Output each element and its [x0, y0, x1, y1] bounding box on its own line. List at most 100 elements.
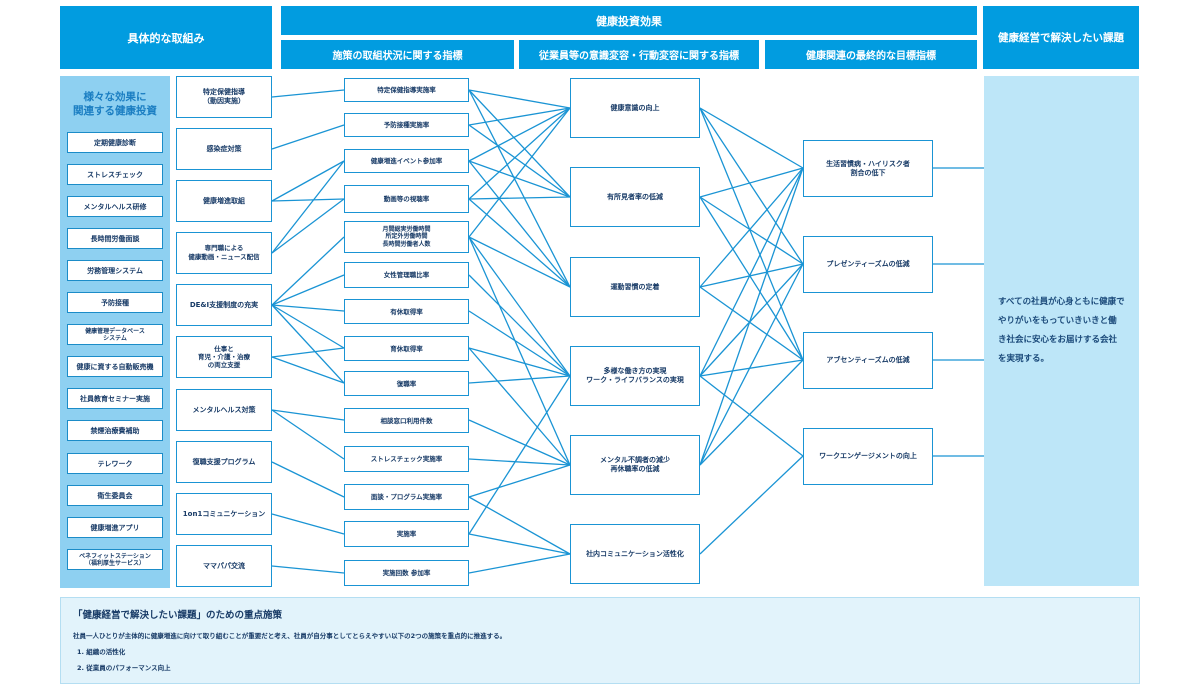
activity-metric-box: ストレスチェック実施率 — [344, 446, 469, 472]
investment-item: 労務管理システム — [67, 260, 163, 281]
activity-metric-box: 実施率 — [344, 521, 469, 547]
connection-line — [271, 409, 345, 421]
connection-line — [271, 198, 345, 202]
left-panel-investments: 様々な効果に 関連する健康投資 定期健康診断 ストレスチェック メンタルヘルス研… — [60, 76, 170, 588]
goal-metric-box: アブセンティーズムの低減 — [803, 332, 933, 389]
header-concrete: 具体的な取組み — [60, 6, 272, 69]
connection-line — [699, 375, 804, 457]
priority-measure-item: 1. 組織の活性化 — [77, 648, 126, 656]
behavior-metric-box: 社内コミュニケーション活性化 — [570, 524, 700, 584]
connection-line — [699, 196, 804, 361]
connection-line — [468, 464, 571, 498]
activity-metric-box: 健康増進イベント参加率 — [344, 149, 469, 173]
connection-line — [468, 310, 571, 377]
connection-line — [468, 553, 571, 574]
connection-line — [468, 160, 571, 288]
activity-metric-box: 月間総実労働時間 所定外労働時間 長時間労働者人数 — [344, 221, 469, 253]
priority-measure-item: 2. 従業員のパフォーマンス向上 — [77, 664, 171, 672]
activity-metric-box: 実施回数 参加率 — [344, 560, 469, 586]
connection-line — [468, 533, 571, 555]
investment-item: テレワーク — [67, 453, 163, 474]
connection-line — [468, 196, 571, 200]
connection-line — [271, 513, 345, 535]
connection-line — [699, 359, 804, 466]
connection-line — [468, 107, 571, 126]
connection-line — [271, 356, 345, 384]
connection-line — [468, 236, 571, 377]
connection-line — [468, 236, 571, 288]
connection-line — [699, 196, 804, 265]
connection-line — [468, 160, 571, 198]
connection-line — [271, 89, 345, 98]
behavior-metric-box: メンタル不調者の減少 再休職率の低減 — [570, 435, 700, 495]
connection-line — [699, 263, 804, 377]
connection-line — [699, 107, 804, 265]
header-metrics-3: 健康関連の最終的な目標指標 — [765, 40, 977, 69]
investment-item: 禁煙治療費補助 — [67, 420, 163, 441]
investment-item: ベネフィットステーション （福利厚生サービス） — [67, 549, 163, 570]
connection-line — [271, 198, 345, 254]
initiative-box: 専門職による 健康動画・ニュース配信 — [176, 232, 272, 274]
connection-line — [271, 347, 345, 358]
connection-line — [699, 263, 804, 466]
connection-line — [699, 167, 804, 198]
behavior-metric-box: 運動習慣の定着 — [570, 257, 700, 317]
investment-item: 健康増進アプリ — [67, 517, 163, 538]
connection-line — [699, 359, 804, 377]
connection-line — [468, 375, 571, 535]
connection-line — [271, 160, 345, 254]
behavior-metric-box: 有所見者率の低減 — [570, 167, 700, 227]
connection-line — [271, 236, 345, 306]
connection-line — [271, 409, 345, 460]
connection-line — [468, 107, 571, 238]
connection-line — [468, 124, 571, 198]
initiative-box: メンタルヘルス対策 — [176, 389, 272, 431]
connection-line — [468, 198, 571, 288]
activity-metric-box: 復職率 — [344, 371, 469, 396]
connection-line — [271, 461, 345, 498]
connection-line — [271, 304, 345, 349]
connection-line — [468, 89, 571, 198]
investment-item: ストレスチェック — [67, 164, 163, 185]
investment-item: 長時間労働面談 — [67, 228, 163, 249]
connection-line — [468, 496, 571, 555]
priority-measures-description: 社員一人ひとりが主体的に健康増進に向けて取り組むことが重要だと考え、社員が自分事… — [73, 632, 507, 640]
investment-item: 健康に資する自動販売機 — [67, 356, 163, 377]
activity-metric-box: 育休取得率 — [344, 336, 469, 361]
connection-line — [468, 107, 571, 200]
connection-line — [468, 107, 571, 162]
initiative-box: DE&I支援制度の充実 — [176, 284, 272, 326]
connection-line — [699, 167, 804, 288]
initiative-box: 健康増進取組 — [176, 180, 272, 222]
connection-line — [468, 375, 571, 384]
connection-line — [699, 167, 804, 466]
connection-line — [699, 107, 804, 169]
connection-line — [699, 263, 804, 288]
header-metrics-1: 施策の取組状況に関する指標 — [281, 40, 514, 69]
connection-line — [699, 286, 804, 361]
connection-line — [271, 124, 345, 150]
connection-line — [699, 455, 804, 555]
connection-line — [468, 458, 571, 466]
initiative-box: ママパパ交流 — [176, 545, 272, 587]
activity-metric-box: 相談窓口利用件数 — [344, 408, 469, 433]
activity-metric-box: 予防接種実施率 — [344, 113, 469, 137]
investment-item: 定期健康診断 — [67, 132, 163, 153]
investment-item: メンタルヘルス研修 — [67, 196, 163, 217]
header-effects: 健康投資効果 — [281, 6, 977, 35]
header-issue: 健康経営で解決したい課題 — [983, 6, 1139, 69]
initiative-box: 特定保健指導 （動因実施） — [176, 76, 272, 118]
connection-line — [468, 274, 571, 377]
issue-panel: すべての社員が心身ともに健康でやりがいをもっていきいきと働き社会に安心をお届けす… — [984, 76, 1139, 586]
investment-item: 衛生委員会 — [67, 485, 163, 506]
activity-metric-box: 特定保健指導実施率 — [344, 78, 469, 102]
issue-text: すべての社員が心身ともに健康でやりがいをもっていきいきと働き社会に安心をお届けす… — [998, 297, 1125, 364]
goal-metric-box: ワークエンゲージメントの向上 — [803, 428, 933, 485]
connection-line — [699, 107, 804, 361]
priority-measures-title: 「健康経営で解決したい課題」のための重点施策 — [73, 610, 283, 621]
goal-metric-box: 生活習慣病・ハイリスク者 割合の低下 — [803, 140, 933, 197]
initiative-box: 感染症対策 — [176, 128, 272, 170]
header-metrics-2: 従業員等の意識変容・行動変容に関する指標 — [519, 40, 759, 69]
left-panel-title: 様々な効果に 関連する健康投資 — [73, 91, 157, 117]
